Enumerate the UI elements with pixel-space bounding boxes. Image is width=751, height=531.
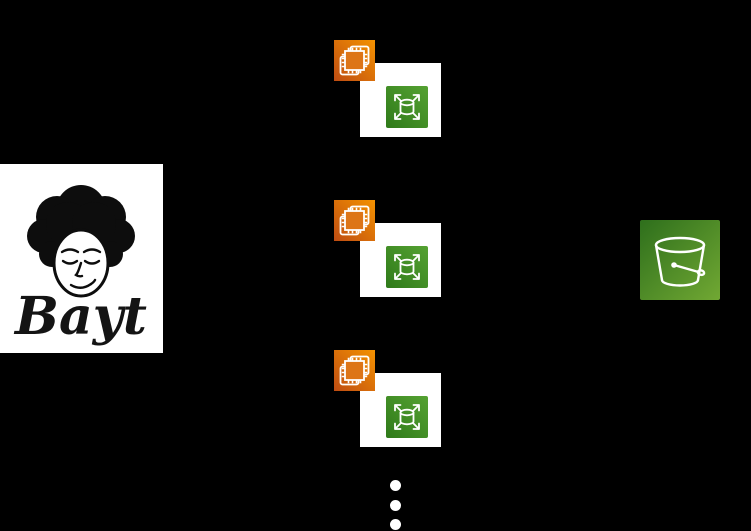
ellipsis-dot [390,500,401,511]
ec2-glyph [339,355,370,386]
ellipsis-dot [390,480,401,491]
bayt-logo-card: Bayt [0,164,163,353]
ec2-instance-group-1 [334,40,442,138]
elastic-storage-icon [386,246,428,288]
ec2-icon [334,350,375,391]
ec2-instance-group-2 [334,200,442,298]
ec2-glyph [339,45,370,76]
s3-bucket-icon [640,220,720,300]
ec2-icon [334,40,375,81]
elastic-storage-glyph [394,254,420,280]
elastic-storage-icon [386,86,428,128]
bayt-logo-text: Bayt [13,286,147,347]
ec2-instance-group-3 [334,350,442,448]
s3-bucket-glyph [654,236,706,287]
bayt-logo: Bayt [13,185,147,347]
ellipsis-dot [390,519,401,530]
ec2-glyph [339,205,370,236]
elastic-storage-glyph [394,94,420,120]
elastic-storage-glyph [394,404,420,430]
face-features [60,248,102,289]
instance-card [360,373,441,447]
ec2-icon [334,200,375,241]
elastic-storage-icon [386,396,428,438]
